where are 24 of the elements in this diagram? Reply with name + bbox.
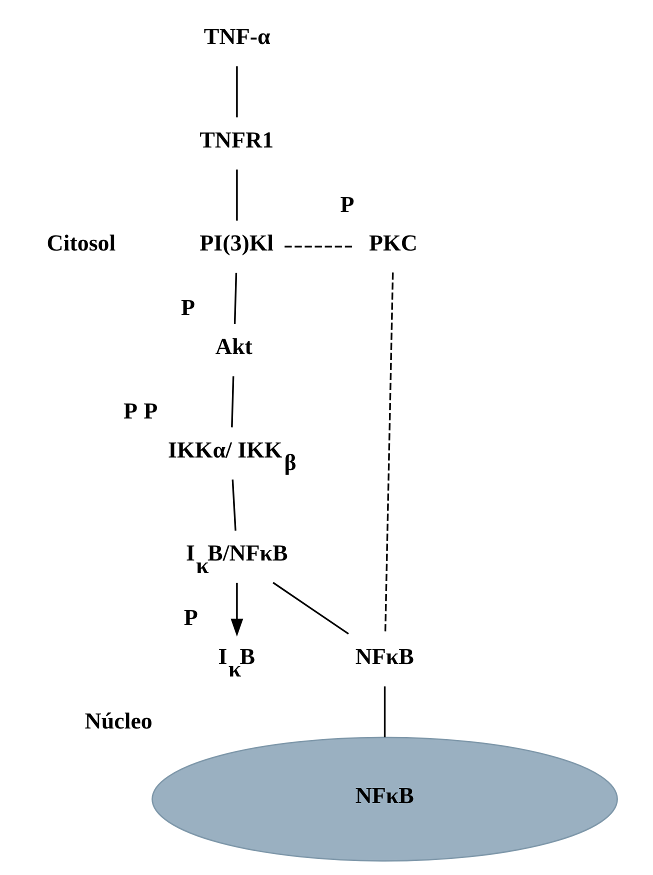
- connector: [384, 272, 394, 634]
- connector: [231, 480, 236, 531]
- connector: [236, 66, 238, 118]
- connector: [284, 246, 354, 248]
- connector: [230, 376, 234, 428]
- node-text: Akt: [214, 334, 252, 359]
- node-text: PI(3)Kl: [199, 230, 274, 256]
- node-text: TNF-α: [203, 24, 270, 49]
- node-label: P: [340, 192, 354, 217]
- node-ellipse: NFκB: [151, 736, 618, 862]
- connector: [383, 686, 386, 738]
- label: Citosol: [46, 230, 116, 256]
- node-text: PKC: [368, 230, 417, 256]
- node-label: P: [183, 605, 198, 630]
- connector: [236, 170, 238, 221]
- connector: [272, 582, 348, 635]
- arrow: [230, 582, 243, 637]
- node-label: P: [143, 398, 158, 424]
- node-label: Núcleo: [84, 708, 152, 734]
- connector: [233, 272, 237, 324]
- node-label: P: [123, 398, 138, 424]
- node-label: P: [180, 295, 195, 320]
- node-text: NFκB: [354, 644, 414, 669]
- node-text: TNFR1: [199, 127, 274, 152]
